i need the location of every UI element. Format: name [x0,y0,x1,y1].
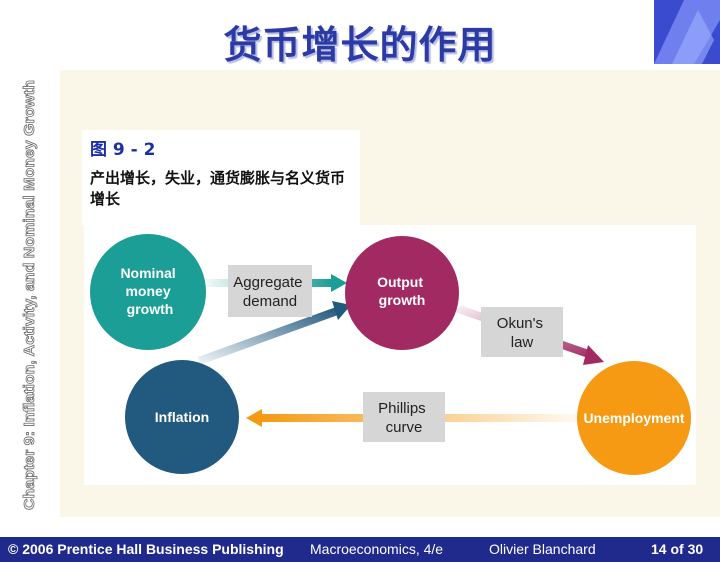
footer-bar: © 2006 Prentice Hall Business Publishing… [0,537,720,562]
node-money-line-2: money [125,283,170,299]
svg-text:Phillips curve: Phillips curve [378,400,430,436]
node-inflation-label: Inflation [155,409,209,425]
chapter-side-text: Chapter 9: Inflation, Activity, and Nomi… [21,80,38,510]
label-aggregate-demand: Aggregate demand [228,265,312,317]
chapter-side-label: Chapter 9: Inflation, Activity, and Nomi… [21,80,39,510]
svg-text:Output growth: Output growth [377,274,427,308]
slide-title: 货币增长的作用 [223,23,497,67]
svg-text:Aggregate demand: Aggregate demand [233,274,306,310]
arrow-inflation-to-output [198,301,351,365]
svg-text:Okun's law: Okun's law [497,315,547,351]
phillips-curve-line-1: Phillips [378,400,426,417]
svg-text:Nominal money grow: Nominal money growth [120,265,179,317]
aggregate-demand-line-1: Aggregate [233,274,302,291]
node-money-line-1: Nominal [120,265,175,281]
node-money-line-3: growth [127,301,174,317]
node-output-line-2: growth [379,292,426,308]
caption-box [82,130,360,225]
footer-book: Macroeconomics, 4/e [310,541,444,557]
node-unemployment: Unemployment [577,361,691,475]
label-okuns-law: Okun's law [481,307,563,357]
footer-author: Olivier Blanchard [489,541,596,557]
corner-decoration [654,0,720,64]
node-inflation: Inflation [125,360,239,474]
node-output-line-1: Output [377,274,423,290]
node-nominal-money-growth: Nominal money growth [90,234,206,350]
label-phillips-curve: Phillips curve [363,392,445,442]
footer-copyright: © 2006 Prentice Hall Business Publishing [8,541,284,557]
okuns-law-line-1: Okun's [497,315,543,332]
figure-caption: 产出增长，失业，通货膨胀与名义货币增长 [90,169,346,208]
figure-number: 图 9 - 2 [90,140,156,160]
node-unemployment-label: Unemployment [583,410,684,426]
phillips-curve-line-2: curve [386,419,423,436]
aggregate-demand-line-2: demand [243,293,297,310]
okuns-law-line-2: law [511,334,534,351]
node-output-growth: Output growth [345,236,459,350]
footer-page: 14 of 30 [651,541,704,557]
